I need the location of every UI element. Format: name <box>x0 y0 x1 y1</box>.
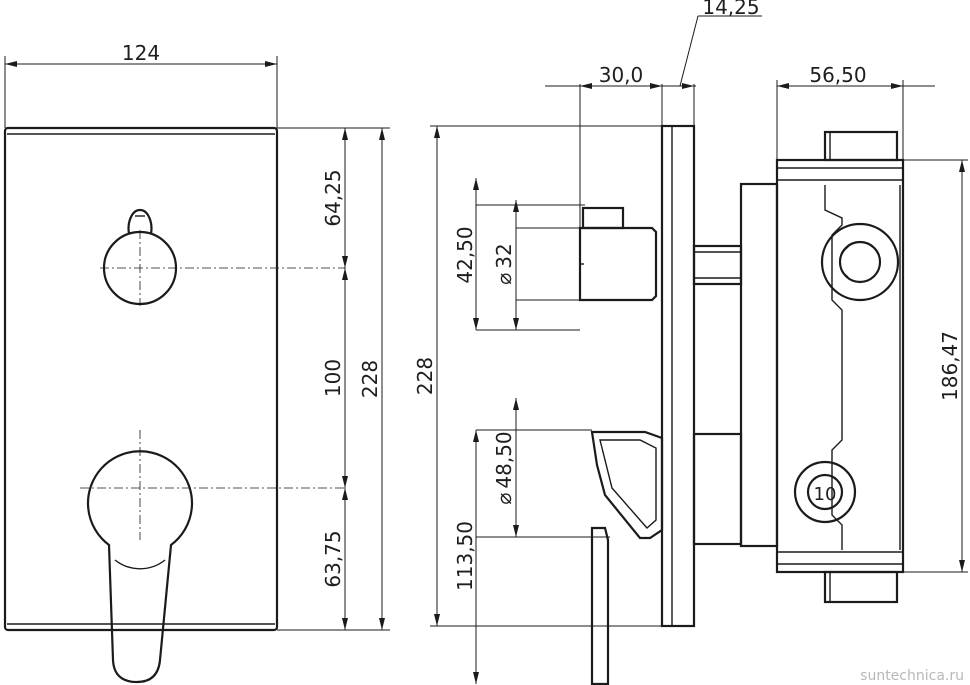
side-diverter-knob <box>578 206 658 302</box>
front-cover-plate <box>3 126 279 632</box>
dim-plate-height-front: 228 <box>358 360 382 398</box>
lower-port: 10 <box>793 460 857 524</box>
inlet-marking: 10 <box>814 484 837 505</box>
dim-lever-offset: 113,50 <box>453 521 477 591</box>
dim-diverter-to-lever: 100 <box>321 359 345 397</box>
front-view: 124 64,25 100 63,75 228 <box>3 41 390 684</box>
mixer-lever <box>86 450 194 684</box>
dim-handle-depth: 30,0 <box>599 63 644 87</box>
side-view: 10 228 42,50 ⌀32 113,50 ⌀48,50 30,0 <box>413 0 968 685</box>
dim-lever-to-bottom: 63,75 <box>321 530 345 587</box>
dim-lever-diameter: ⌀48,50 <box>492 431 516 504</box>
dim-plate-width: 124 <box>122 41 160 65</box>
dim-diverter-diameter: ⌀32 <box>492 243 516 285</box>
dim-top-to-diverter: 64,25 <box>321 169 345 226</box>
concealed-body <box>775 130 905 604</box>
watermark: suntechnica.ru <box>860 668 964 684</box>
side-cover-plate <box>660 124 696 628</box>
dim-plate-thickness: 14,25 <box>702 0 759 19</box>
dim-body-height: 186,47 <box>938 331 962 401</box>
dim-body-depth: 56,50 <box>809 63 866 87</box>
side-lever <box>590 430 664 685</box>
dim-plate-height-side: 228 <box>413 357 437 395</box>
dim-diverter-offset: 42,50 <box>453 226 477 283</box>
upper-port <box>820 222 900 302</box>
